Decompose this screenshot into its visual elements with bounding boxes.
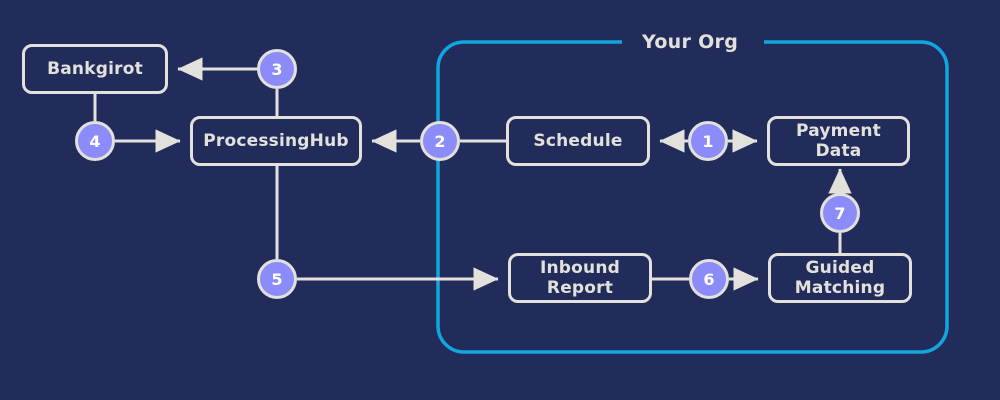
step-marker-7[interactable]: 7: [820, 193, 860, 233]
node-bankgirot[interactable]: Bankgirot: [22, 44, 168, 94]
step-marker-5[interactable]: 5: [257, 259, 297, 299]
your-org-boundary: [436, 40, 949, 354]
step-marker-1[interactable]: 1: [688, 121, 728, 161]
node-schedule[interactable]: Schedule: [506, 116, 650, 166]
your-org-label: Your Org: [632, 31, 749, 53]
step-marker-2[interactable]: 2: [420, 121, 460, 161]
node-processinghub[interactable]: ProcessingHub: [190, 116, 362, 166]
step-marker-4[interactable]: 4: [75, 121, 115, 161]
step-marker-6[interactable]: 6: [689, 259, 729, 299]
step-marker-3[interactable]: 3: [257, 49, 297, 89]
